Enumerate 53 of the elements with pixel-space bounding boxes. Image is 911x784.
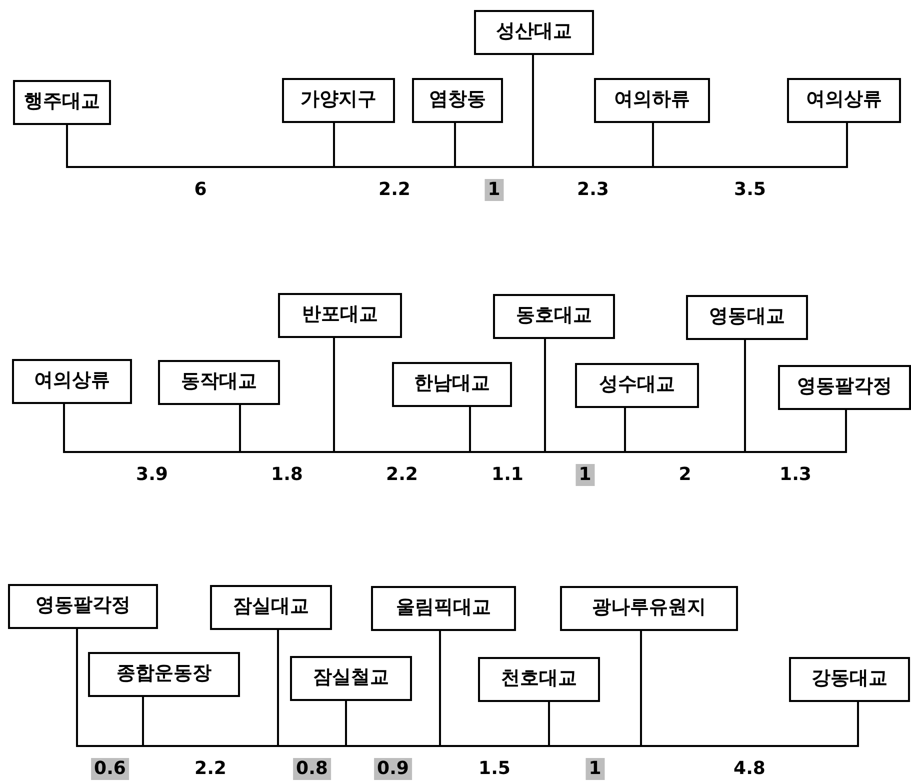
- connector-line: [544, 339, 626, 453]
- distance-label: 0.6: [91, 758, 129, 780]
- place-box: 잠실대교: [210, 585, 332, 630]
- distance-label: 0.9: [374, 758, 412, 780]
- place-box: 반포대교: [278, 293, 402, 338]
- distance-label: 1.3: [778, 464, 812, 486]
- place-box: 동작대교: [158, 360, 280, 405]
- place-box: 행주대교: [13, 80, 111, 125]
- place-box: 한남대교: [392, 362, 512, 407]
- place-box: 여의하류: [594, 78, 710, 123]
- distance-label: 1: [484, 179, 504, 201]
- distance-label: 6: [193, 179, 208, 201]
- place-box: 광나루유원지: [560, 586, 738, 631]
- connector-line: [277, 630, 347, 747]
- connector-line: [63, 404, 241, 453]
- place-box: 동호대교: [493, 294, 615, 339]
- place-box: 영동팔각정: [8, 584, 158, 629]
- distance-label: 2.2: [385, 464, 419, 486]
- connector-line: [532, 55, 654, 168]
- connector-line: [439, 631, 550, 747]
- connector-line: [652, 123, 848, 168]
- distance-label: 1.8: [270, 464, 304, 486]
- distance-label: 4.8: [732, 758, 766, 780]
- place-box: 잠실철교: [290, 656, 412, 701]
- connector-line: [66, 123, 335, 168]
- connector-line: [640, 631, 859, 747]
- distance-label: 1.1: [490, 464, 524, 486]
- distance-label: 3.5: [733, 179, 767, 201]
- place-box: 가양지구: [282, 78, 395, 123]
- place-box: 울림픽대교: [371, 586, 516, 631]
- connector-line: [333, 338, 471, 453]
- connector-line: [744, 340, 847, 453]
- place-box: 성수대교: [575, 363, 699, 408]
- distance-label: 2.2: [194, 758, 228, 780]
- place-box: 여의상류: [787, 78, 901, 123]
- place-box: 영동팔각정: [778, 365, 911, 410]
- distance-label: 1: [586, 758, 604, 780]
- connector-line: [333, 123, 456, 168]
- place-box: 강동대교: [789, 657, 910, 702]
- distance-label: 2.2: [378, 179, 412, 201]
- place-box: 성산대교: [474, 10, 594, 55]
- distance-label: 1: [576, 464, 594, 486]
- distance-label: 1.5: [478, 758, 512, 780]
- connector-line: [76, 629, 144, 747]
- distance-label: 3.9: [135, 464, 169, 486]
- place-box: 종합운동장: [88, 652, 240, 697]
- distance-label: 2: [678, 464, 692, 486]
- distance-label: 0.8: [293, 758, 331, 780]
- place-box: 염창동: [412, 78, 503, 123]
- place-box: 영동대교: [686, 295, 808, 340]
- distance-label: 2.3: [576, 179, 610, 201]
- place-box: 여의상류: [12, 359, 132, 404]
- place-box: 천호대교: [478, 657, 600, 702]
